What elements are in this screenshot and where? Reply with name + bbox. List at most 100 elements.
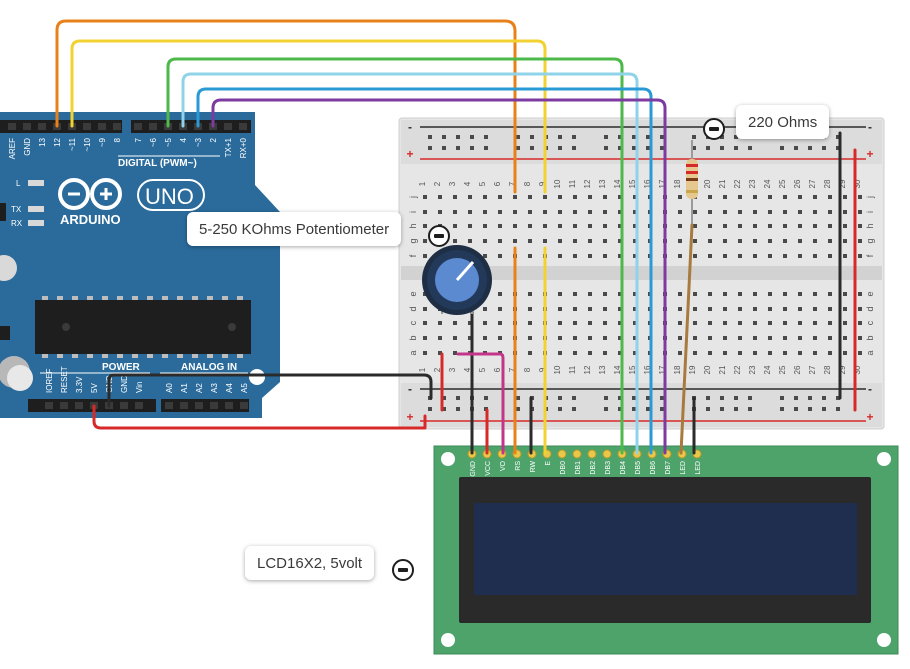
breadboard-hole[interactable] [783, 292, 787, 296]
breadboard-hole[interactable] [723, 195, 727, 199]
rail-hole[interactable] [530, 146, 534, 150]
breadboard-hole[interactable] [768, 195, 772, 199]
breadboard-hole[interactable] [798, 336, 802, 340]
breadboard-hole[interactable] [738, 254, 742, 258]
breadboard-hole[interactable] [498, 210, 502, 214]
rail-hole[interactable] [706, 146, 710, 150]
breadboard-hole[interactable] [768, 292, 772, 296]
breadboard-hole[interactable] [828, 239, 832, 243]
breadboard-hole[interactable] [558, 254, 562, 258]
rail-hole[interactable] [734, 146, 738, 150]
breadboard-hole[interactable] [618, 239, 622, 243]
breadboard-hole[interactable] [693, 239, 697, 243]
rail-hole[interactable] [822, 396, 826, 400]
breadboard-hole[interactable] [603, 336, 607, 340]
breadboard-hole[interactable] [858, 351, 862, 355]
breadboard-hole[interactable] [468, 224, 472, 228]
breadboard-hole[interactable] [423, 210, 427, 214]
breadboard-hole[interactable] [498, 254, 502, 258]
breadboard-hole[interactable] [633, 307, 637, 311]
resistor-callout[interactable]: 220 Ohms [736, 105, 830, 139]
breadboard-hole[interactable] [483, 254, 487, 258]
breadboard-hole[interactable] [498, 321, 502, 325]
rail-hole[interactable] [604, 396, 608, 400]
breadboard-hole[interactable] [723, 254, 727, 258]
breadboard-hole[interactable] [423, 224, 427, 228]
breadboard-hole[interactable] [603, 210, 607, 214]
breadboard-hole[interactable] [843, 307, 847, 311]
breadboard-hole[interactable] [738, 321, 742, 325]
breadboard-hole[interactable] [588, 307, 592, 311]
breadboard-hole[interactable] [513, 239, 517, 243]
breadboard-hole[interactable] [678, 210, 682, 214]
breadboard-hole[interactable] [543, 210, 547, 214]
power-pin[interactable] [75, 402, 83, 409]
breadboard-hole[interactable] [528, 292, 532, 296]
breadboard-hole[interactable] [693, 224, 697, 228]
breadboard-hole[interactable] [633, 239, 637, 243]
breadboard-hole[interactable] [723, 239, 727, 243]
breadboard-hole[interactable] [528, 307, 532, 311]
breadboard-hole[interactable] [453, 239, 457, 243]
rail-hole[interactable] [720, 407, 724, 411]
breadboard-hole[interactable] [498, 239, 502, 243]
rail-hole[interactable] [780, 396, 784, 400]
breadboard-hole[interactable] [813, 224, 817, 228]
rail-hole[interactable] [836, 396, 840, 400]
breadboard-hole[interactable] [573, 239, 577, 243]
breadboard-hole[interactable] [513, 210, 517, 214]
breadboard-hole[interactable] [573, 351, 577, 355]
breadboard-hole[interactable] [483, 321, 487, 325]
breadboard-hole[interactable] [423, 321, 427, 325]
breadboard-hole[interactable] [768, 351, 772, 355]
rail-hole[interactable] [456, 396, 460, 400]
breadboard-hole[interactable] [618, 254, 622, 258]
rail-hole[interactable] [808, 407, 812, 411]
breadboard-hole[interactable] [768, 254, 772, 258]
breadboard-hole[interactable] [798, 254, 802, 258]
breadboard-hole[interactable] [843, 210, 847, 214]
breadboard-hole[interactable] [723, 321, 727, 325]
header-pin[interactable] [23, 123, 31, 130]
breadboard-hole[interactable] [528, 224, 532, 228]
breadboard-hole[interactable] [528, 239, 532, 243]
analog-pin[interactable] [165, 402, 173, 409]
rail-hole[interactable] [748, 396, 752, 400]
breadboard-hole[interactable] [843, 239, 847, 243]
rail-hole[interactable] [530, 135, 534, 139]
breadboard-hole[interactable] [588, 239, 592, 243]
rail-hole[interactable] [456, 146, 460, 150]
breadboard-hole[interactable] [558, 224, 562, 228]
breadboard-hole[interactable] [438, 321, 442, 325]
breadboard-hole[interactable] [708, 321, 712, 325]
breadboard-hole[interactable] [678, 195, 682, 199]
breadboard-hole[interactable] [813, 239, 817, 243]
breadboard-hole[interactable] [858, 254, 862, 258]
rail-hole[interactable] [692, 146, 696, 150]
rail-hole[interactable] [748, 146, 752, 150]
breadboard-hole[interactable] [678, 254, 682, 258]
rail-hole[interactable] [558, 135, 562, 139]
breadboard-hole[interactable] [573, 307, 577, 311]
breadboard-hole[interactable] [633, 336, 637, 340]
header-pin[interactable] [224, 123, 232, 130]
analog-pin[interactable] [225, 402, 233, 409]
breadboard-hole[interactable] [783, 351, 787, 355]
rail-hole[interactable] [780, 146, 784, 150]
breadboard-hole[interactable] [693, 351, 697, 355]
power-pin[interactable] [135, 402, 143, 409]
breadboard-hole[interactable] [768, 239, 772, 243]
breadboard-hole[interactable] [723, 336, 727, 340]
breadboard-hole[interactable] [573, 210, 577, 214]
breadboard-hole[interactable] [588, 321, 592, 325]
breadboard-hole[interactable] [588, 210, 592, 214]
breadboard-hole[interactable] [588, 195, 592, 199]
breadboard-hole[interactable] [723, 224, 727, 228]
breadboard-hole[interactable] [798, 210, 802, 214]
breadboard-hole[interactable] [558, 195, 562, 199]
breadboard-hole[interactable] [453, 336, 457, 340]
rail-hole[interactable] [660, 135, 664, 139]
rail-hole[interactable] [794, 146, 798, 150]
breadboard-hole[interactable] [783, 239, 787, 243]
breadboard-hole[interactable] [708, 336, 712, 340]
